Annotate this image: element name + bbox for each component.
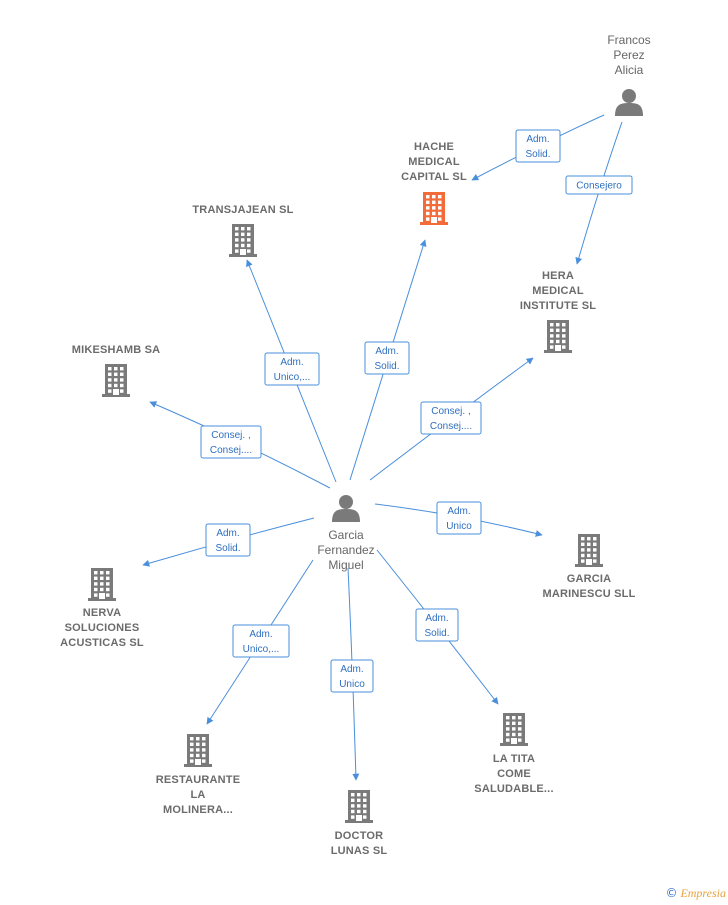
- node-label: NERVA: [83, 607, 122, 619]
- building-icon: [229, 224, 257, 257]
- edge-label-francos-to-hache[interactable]: Adm. Solid.: [515, 129, 561, 163]
- node-label: Alicia: [615, 63, 644, 77]
- node-label: LA TITA: [493, 753, 535, 765]
- edge-label-text: Consej....: [430, 421, 472, 432]
- node-label: MEDICAL: [408, 156, 460, 168]
- edge-label-text: Adm.: [447, 506, 470, 517]
- edge-label-text: Unico,...: [274, 372, 311, 383]
- node-label: SALUDABLE...: [474, 783, 553, 795]
- footer-brand[interactable]: ©Empresia: [665, 886, 726, 901]
- node-hera[interactable]: HERA MEDICAL INSTITUTE SL: [520, 270, 596, 353]
- building-icon: [420, 192, 448, 225]
- node-label: INSTITUTE SL: [520, 300, 596, 312]
- node-transjajean[interactable]: TRANSJAJEAN SL: [192, 204, 293, 257]
- edge-label-garcia-to-marinescu[interactable]: Adm. Unico: [436, 501, 482, 535]
- edge-label-text: Solid.: [374, 361, 399, 372]
- node-label: SOLUCIONES: [65, 622, 140, 634]
- node-label: LUNAS SL: [331, 845, 388, 857]
- node-label: MIKESHAMB SA: [72, 344, 161, 356]
- node-latita[interactable]: LA TITA COME SALUDABLE...: [474, 713, 554, 795]
- node-hache[interactable]: HACHE MEDICAL CAPITAL SL: [401, 141, 467, 225]
- edge-label-text: Adm.: [340, 664, 363, 675]
- node-marinescu[interactable]: GARCIA MARINESCU SLL: [542, 534, 635, 600]
- edge-label-text: Consej....: [210, 445, 252, 456]
- node-label: RESTAURANTE: [156, 774, 241, 786]
- edge-label-text: Unico: [339, 679, 365, 690]
- node-label: LA: [190, 789, 205, 801]
- node-restaurante[interactable]: RESTAURANTE LA MOLINERA...: [156, 734, 241, 816]
- edge-label-garcia-to-mikeshamb[interactable]: Consej. , Consej....: [200, 425, 262, 459]
- node-doctor[interactable]: DOCTOR LUNAS SL: [331, 790, 388, 857]
- node-nerva[interactable]: NERVA SOLUCIONES ACUSTICAS SL: [60, 568, 144, 649]
- edge-label-box: [436, 501, 482, 535]
- node-label: Miguel: [328, 558, 363, 572]
- node-label: CAPITAL SL: [401, 171, 467, 183]
- edge-label-garcia-to-hera[interactable]: Consej. , Consej....: [420, 401, 482, 435]
- edge-label-box: [515, 129, 561, 163]
- copyright-icon: ©: [665, 886, 678, 900]
- edge-label-box: [420, 401, 482, 435]
- node-label: HACHE: [414, 141, 454, 153]
- edge-label-text: Solid.: [424, 628, 449, 639]
- edge-label-garcia-to-hache[interactable]: Adm. Solid.: [364, 341, 410, 375]
- edge-label-garcia-to-restaurante[interactable]: Adm. Unico,...: [232, 624, 290, 658]
- node-mikeshamb[interactable]: MIKESHAMB SA: [72, 344, 161, 397]
- edge-label-box: [415, 608, 459, 642]
- edge-label-box: [565, 175, 633, 195]
- building-icon: [500, 713, 528, 746]
- node-label: MOLINERA...: [163, 804, 233, 816]
- edge-label-text: Consej. ,: [431, 406, 470, 417]
- node-label: ACUSTICAS SL: [60, 637, 144, 649]
- edge-label-text: Solid.: [215, 543, 240, 554]
- node-label: MEDICAL: [532, 285, 584, 297]
- node-label: TRANSJAJEAN SL: [192, 204, 293, 216]
- edge-label-garcia-to-transjajean[interactable]: Adm. Unico,...: [264, 352, 320, 386]
- edge-label-garcia-to-nerva[interactable]: Adm. Solid.: [205, 523, 251, 557]
- node-label: HERA: [542, 270, 574, 282]
- edge-label-garcia-to-doctor[interactable]: Adm. Unico: [330, 659, 374, 693]
- person-icon: [332, 495, 360, 522]
- building-icon: [345, 790, 373, 823]
- person-icon: [615, 89, 643, 116]
- edge-label-text: Consejero: [576, 181, 622, 192]
- edge-label-text: Adm.: [249, 629, 272, 640]
- edge-label-box: [330, 659, 374, 693]
- edge-label-text: Consej. ,: [211, 430, 250, 441]
- edge-label-text: Adm.: [375, 346, 398, 357]
- edge-label-garcia-to-latita[interactable]: Adm. Solid.: [415, 608, 459, 642]
- edge-label-box: [232, 624, 290, 658]
- edge-label-box: [205, 523, 251, 557]
- edge-label-text: Unico: [446, 521, 472, 532]
- node-label: GARCIA: [567, 573, 612, 585]
- edge-label-text: Adm.: [425, 613, 448, 624]
- edge-label-text: Adm.: [280, 357, 303, 368]
- node-label: DOCTOR: [335, 830, 384, 842]
- edge-label-box: [200, 425, 262, 459]
- building-icon: [102, 364, 130, 397]
- edge-label-text: Adm.: [526, 134, 549, 145]
- edge-label-box: [264, 352, 320, 386]
- node-label: Garcia: [328, 528, 364, 542]
- edge-label-text: Solid.: [525, 149, 550, 160]
- building-icon: [88, 568, 116, 601]
- node-label: Fernandez: [317, 543, 374, 557]
- node-label: MARINESCU SLL: [542, 588, 635, 600]
- building-icon: [184, 734, 212, 767]
- edge-label-francos-to-hera[interactable]: Consejero: [565, 175, 633, 195]
- node-label: COME: [497, 768, 531, 780]
- edge-label-text: Unico,...: [243, 644, 280, 655]
- building-icon: [544, 320, 572, 353]
- node-label: Perez: [613, 48, 644, 62]
- edge-label-text: Adm.: [216, 528, 239, 539]
- edge-labels-layer: Adm.Solid.ConsejeroAdm.Unico,...Adm.Soli…: [200, 129, 633, 693]
- building-icon: [575, 534, 603, 567]
- node-label: Francos: [607, 33, 650, 47]
- brand-name: Empresia: [680, 886, 726, 900]
- edge-label-box: [364, 341, 410, 375]
